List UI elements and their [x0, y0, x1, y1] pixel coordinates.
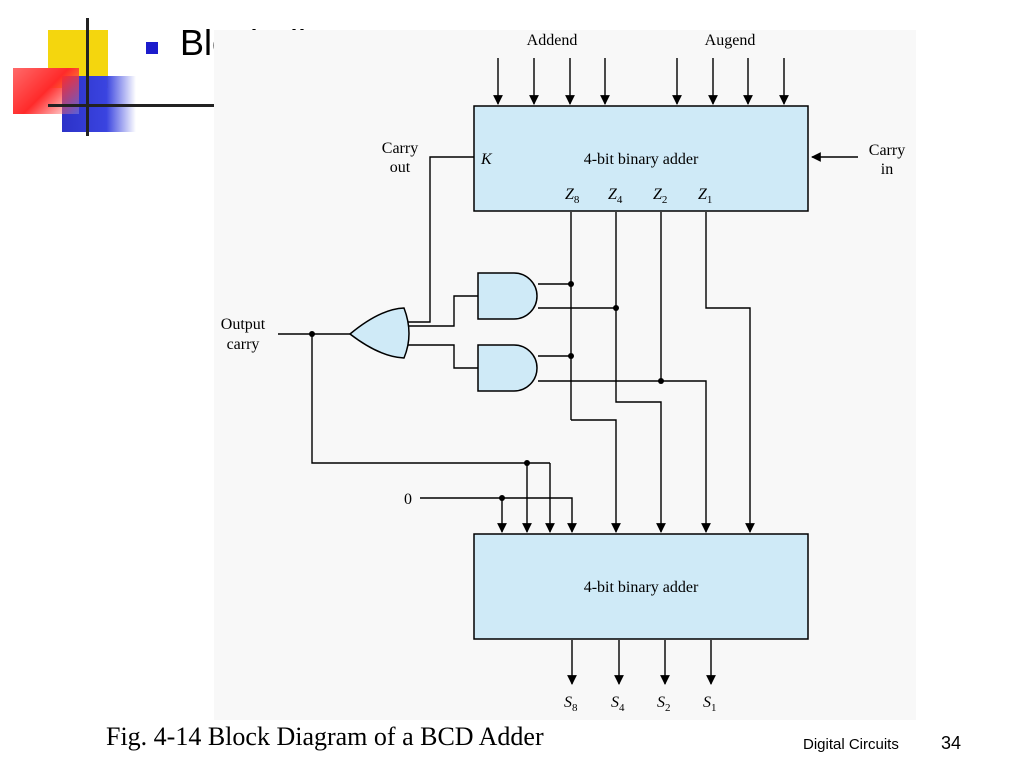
z1-label: Z1 — [698, 186, 712, 206]
carry-out-wire — [402, 156, 474, 323]
top-adder-label: 4-bit binary adder — [584, 151, 699, 168]
carry-in-label: Carry — [869, 142, 905, 159]
figure-caption: Fig. 4-14 Block Diagram of a BCD Adder — [106, 722, 544, 751]
carry-out-label: out — [390, 159, 411, 176]
and-gate-2 — [477, 344, 538, 392]
decor-vertical-line — [86, 18, 89, 136]
junction-dot — [499, 495, 505, 501]
k-pin-label: K — [480, 151, 493, 168]
page-number: 34 — [941, 733, 962, 753]
bullet-icon — [146, 42, 158, 54]
junction-dot — [658, 378, 664, 384]
junction-dot — [524, 460, 530, 466]
junction-dots — [309, 281, 664, 501]
decor-horizontal-line — [48, 104, 214, 107]
carry-in-label: in — [881, 161, 893, 178]
carry-out-label: Carry — [382, 140, 418, 157]
s8-label: S8 — [564, 694, 578, 714]
zero-input-label: 0 — [404, 491, 412, 508]
z8-wire — [571, 419, 621, 533]
s4-label: S4 — [611, 694, 625, 714]
bottom-adder-block — [473, 533, 809, 640]
top-adder-block — [473, 105, 809, 212]
junction-dot — [613, 305, 619, 311]
s2-label: S2 — [657, 694, 671, 714]
junction-dot — [309, 331, 315, 337]
s1-label: S1 — [703, 694, 717, 714]
and1-to-or-wire — [402, 295, 478, 327]
and-gate-1 — [477, 272, 538, 320]
output-carry-label: Output — [221, 316, 266, 333]
footer-text: Digital Circuits — [803, 736, 899, 753]
z8-label: Z8 — [565, 186, 580, 206]
output-carry-label: carry — [227, 336, 260, 353]
correction-wire — [311, 334, 550, 464]
z4-label: Z4 — [608, 186, 623, 206]
junction-dot — [568, 353, 574, 359]
and2-to-or-wire — [402, 344, 478, 369]
z4-wire — [615, 212, 666, 533]
or-gate — [348, 307, 410, 359]
z1-wire — [705, 212, 755, 533]
junction-dot — [568, 281, 574, 287]
z2-wire — [660, 212, 711, 533]
zero-wire — [420, 497, 577, 533]
augend-label: Augend — [705, 32, 756, 49]
z2-label: Z2 — [653, 186, 667, 206]
bottom-adder-label: 4-bit binary adder — [584, 579, 699, 596]
addend-label: Addend — [527, 32, 578, 49]
